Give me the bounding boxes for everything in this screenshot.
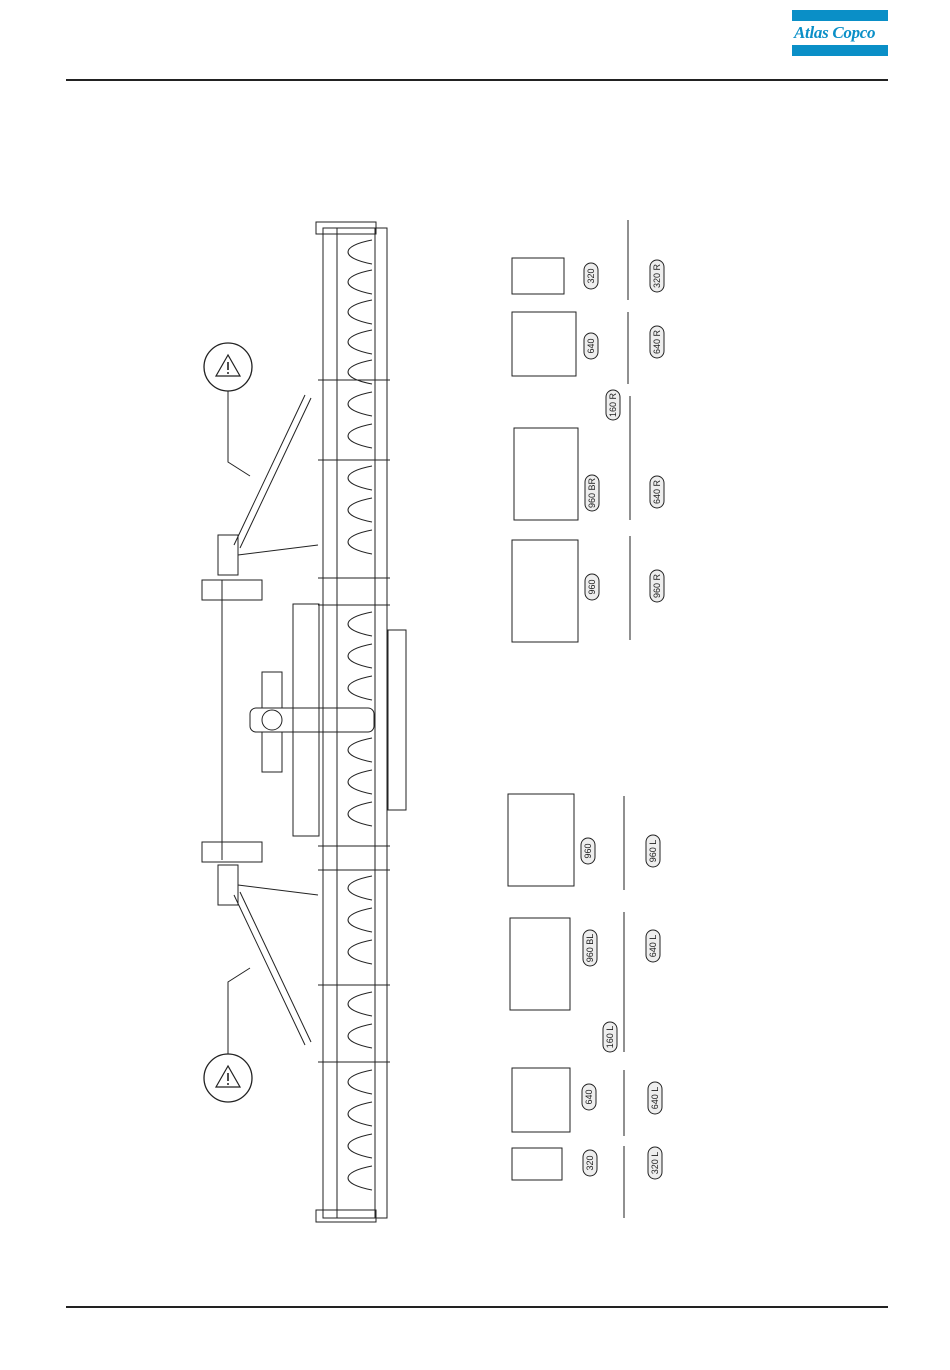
warning-icon bbox=[204, 343, 252, 391]
part-label: 960 R bbox=[652, 573, 662, 598]
part-label: 320 L bbox=[650, 1152, 660, 1175]
part-label: 160 L bbox=[605, 1026, 615, 1049]
part-label: 960 BL bbox=[585, 934, 595, 963]
center-frame bbox=[293, 604, 319, 836]
part-label: 320 bbox=[585, 1155, 595, 1170]
part-label: 640 L bbox=[648, 935, 658, 958]
part-labels: 320 320 R 640 640 R 160 R 960 BR 640 R 9… bbox=[581, 260, 664, 1179]
part-label: 320 bbox=[586, 268, 596, 283]
warning-icon bbox=[204, 1054, 252, 1102]
part-label: 640 bbox=[586, 338, 596, 353]
part-label: 640 R bbox=[652, 329, 662, 354]
part-label: 960 BR bbox=[587, 477, 597, 508]
hydraulic-cylinder-upper bbox=[234, 395, 305, 545]
part-label: 160 R bbox=[608, 392, 618, 417]
hydraulic-cylinder-lower bbox=[234, 895, 305, 1045]
part-label: 640 R bbox=[652, 479, 662, 504]
part-label: 640 L bbox=[650, 1087, 660, 1110]
part-label: 960 bbox=[587, 579, 597, 594]
main-beam bbox=[323, 228, 387, 1218]
part-label: 960 bbox=[583, 843, 593, 858]
tine-row bbox=[348, 240, 372, 1190]
part-label: 640 bbox=[584, 1089, 594, 1104]
beam-sections bbox=[318, 380, 390, 1062]
part-label: 960 L bbox=[648, 840, 658, 863]
part-label: 320 R bbox=[652, 263, 662, 288]
component-boxes bbox=[508, 220, 630, 1218]
